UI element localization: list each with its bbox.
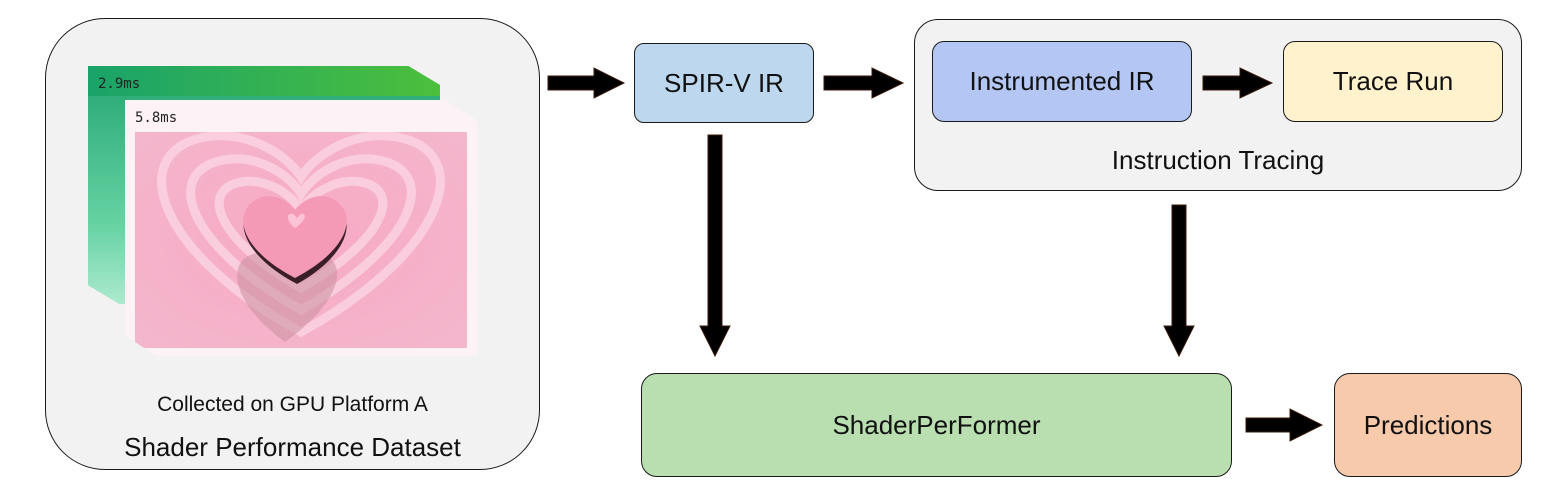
shader-thumbnail-front: 5.8ms xyxy=(125,100,477,356)
arrow-tracing-to-model xyxy=(1163,204,1195,358)
arrow-spirv-to-tracing xyxy=(823,67,905,99)
instrumented-ir-label: Instrumented IR xyxy=(969,66,1155,96)
heart-shader-render xyxy=(135,132,467,348)
arrow-dataset-to-spirv xyxy=(547,67,626,99)
arrow-spirv-to-model xyxy=(699,134,731,358)
trace-run-label: Trace Run xyxy=(1332,66,1454,96)
arrow-model-to-predictions xyxy=(1245,408,1324,442)
arrow-instrumented-to-trace xyxy=(1202,67,1274,99)
predictions-node: Predictions xyxy=(1334,373,1522,477)
trace-run-node: Trace Run xyxy=(1283,41,1503,122)
thumb-front-time: 5.8ms xyxy=(135,110,178,126)
dataset-title: Shader Performance Dataset xyxy=(124,432,461,462)
dataset-caption: Collected on GPU Platform A xyxy=(157,393,428,416)
predictions-label: Predictions xyxy=(1363,409,1493,440)
spirv-ir-label: SPIR-V IR xyxy=(664,67,784,98)
spirv-ir-node: SPIR-V IR xyxy=(634,43,814,123)
shaderperformer-label: ShaderPerFormer xyxy=(832,409,1041,440)
thumb-back-time: 2.9ms xyxy=(98,76,141,92)
shaderperformer-node: ShaderPerFormer xyxy=(641,373,1232,477)
instrumented-ir-node: Instrumented IR xyxy=(932,41,1192,122)
instruction-tracing-label: Instruction Tracing xyxy=(1111,145,1325,175)
